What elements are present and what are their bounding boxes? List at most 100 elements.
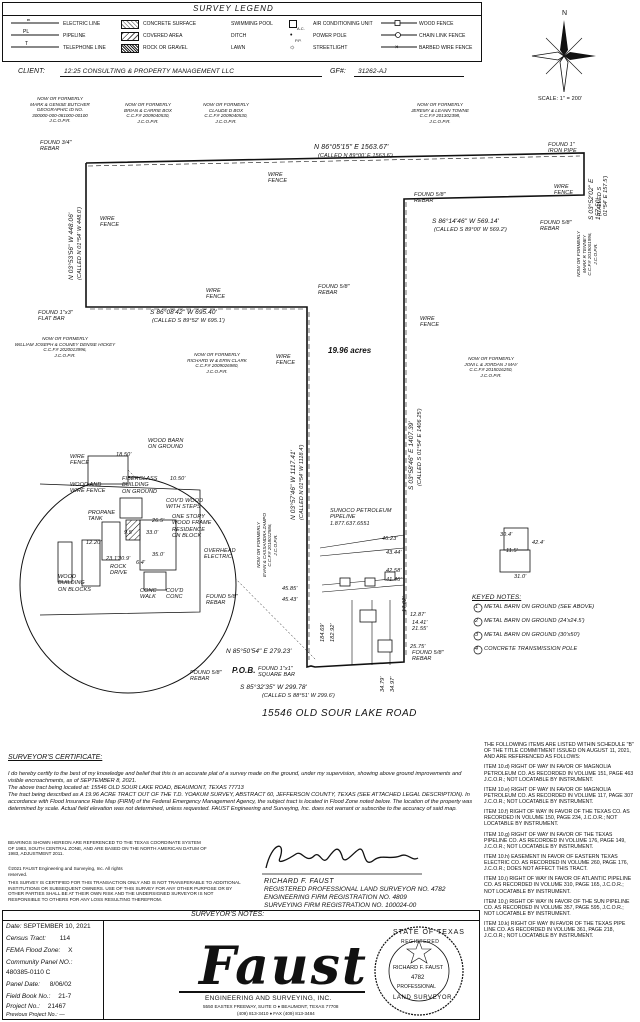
- bearing-east-called: (CALLED S 01°54' E 1406.25'): [417, 408, 423, 486]
- monument-flat: FOUND 1"x3"FLAT BAR: [38, 310, 73, 323]
- dim-3: 42.58': [386, 568, 402, 574]
- svg-text:E: E: [27, 19, 31, 23]
- logo-underline: [179, 991, 365, 993]
- info-col-rule: [103, 920, 104, 1019]
- legend-item-barbed-fence: BARBED WIRE FENCE: [419, 45, 473, 51]
- schedule-item-6: ITEM 10.i) RIGHT OF WAY IN FAVOR OF ATLA…: [484, 876, 632, 895]
- legend-item-rock: ROCK OR GRAVEL: [143, 45, 188, 51]
- bearing-west: N 03°53'56" W 448.06': [68, 212, 75, 280]
- legend-item-pool: SWIMMING POOL: [231, 21, 273, 27]
- legend-fence-symbols: ×: [381, 20, 417, 51]
- bearing-mid: S 86°08'42" W 695.40': [150, 309, 217, 316]
- dim-11: 34.97': [390, 676, 396, 692]
- certificate-p3: The tract being described as A 19.96 ACR…: [8, 791, 473, 812]
- dim-8: 182.92': [330, 623, 336, 642]
- bearing-ne-called: (CALLED S 01°54' E 157.5'): [597, 175, 610, 216]
- certificate-title: SURVEYOR'S CERTIFICATE:: [8, 754, 103, 761]
- schedule-item-2: ITEM 10.e) RIGHT OF WAY IN FAVOR OF MAGN…: [484, 786, 633, 805]
- client-value: 12:25 CONSULTING & PROPERTY MANAGEMENT L…: [64, 68, 234, 75]
- surveyor-line4: SURVEYING FIRM REGISTRATION NO. 100024-0…: [264, 902, 417, 909]
- info-date: Date: SEPTEMBER 10, 2021: [6, 923, 91, 930]
- pob-label: P.O.B.: [232, 666, 256, 675]
- seal-bottom: LAND SURVEYOR: [393, 995, 453, 1001]
- surveyors-notes-title: SURVEYOR'S NOTES:: [191, 911, 265, 918]
- project-info-box: SURVEYOR'S NOTES: Date: SEPTEMBER 10, 20…: [2, 910, 480, 1020]
- svg-text:×: ×: [395, 45, 399, 51]
- detail-dim-10: 6.4': [136, 560, 146, 566]
- ac-unit-icon: [289, 20, 297, 28]
- detail-dim-7: 35.0': [152, 552, 165, 558]
- dim-13: 17.02': [402, 596, 408, 612]
- detail-dim-6: 30.9': [118, 556, 131, 562]
- company-phone: (409) 813-3410 ♦ FAX (409) 813-3484: [237, 1011, 315, 1016]
- info-panel-date: Panel Date: 8/06/02: [6, 981, 72, 988]
- scale-text: SCALE: 1" = 200': [538, 96, 583, 102]
- dim-6: 45.43': [282, 597, 298, 603]
- dim-10: 34.79': [380, 676, 386, 692]
- street-label: 15546 OLD SOUR LAKE ROAD: [262, 708, 417, 719]
- gf-rule: [354, 76, 464, 77]
- survey-legend: SURVEY LEGEND E PL T ELECTRIC LINE PIPEL…: [2, 2, 482, 62]
- barn-dim-4: 31.0': [514, 574, 527, 580]
- detail-found: FOUND 5/8"REBAR: [206, 594, 238, 607]
- bearing-north-called: (CALLED N 89°00' E 1563.6'): [318, 153, 393, 159]
- keyed-note-3-num: 3: [475, 632, 479, 638]
- monument-sw: FOUND 5/8"REBAR: [190, 670, 222, 683]
- concrete-swatch: [121, 20, 139, 29]
- legend-item-telephone: TELEPHONE LINE: [63, 45, 106, 51]
- keyed-note-4-text: CONCRETE TRANSMISSION POLE: [484, 646, 578, 652]
- monument-step2: FOUND 5/8"REBAR: [540, 220, 572, 233]
- schedule-intro: THE FOLLOWING ITEMS ARE LISTED WITHIN SC…: [484, 742, 634, 761]
- info-project: Project No.: 21467: [6, 1003, 66, 1010]
- monument-ne: FOUND 1"IRON PIPE: [548, 142, 577, 155]
- monument-nw: FOUND 3/4"REBAR: [40, 140, 72, 153]
- info-panel: Community Panel NO.:: [6, 959, 73, 966]
- dim-7: 184.69': [320, 623, 326, 642]
- detail-dim-2: 10.50': [170, 476, 186, 482]
- legend-item-electric: ELECTRIC LINE: [63, 21, 101, 27]
- gf-value: 31262-AJ: [358, 68, 387, 75]
- detail-dim-9: 23.1': [106, 556, 119, 562]
- certificate-p1: I do hereby certify to the best of my kn…: [8, 771, 462, 784]
- barn-dim-3: 11.5': [506, 548, 518, 554]
- rock-swatch: [121, 44, 139, 53]
- dim-2: 43.44': [386, 550, 402, 556]
- north-arrow-icon: [531, 20, 596, 93]
- company-name: ENGINEERING AND SURVEYING, INC.: [205, 995, 332, 1002]
- schedule-item-3: ITEM 10.f) RIGHT OF WAY IN FAVOR OF THE …: [484, 809, 630, 828]
- schedule-item-5: ITEM 10.h) EASEMENT IN FAVOR OF EASTERN …: [484, 853, 629, 873]
- notes-title-rule: [3, 920, 479, 921]
- transfer-note: THIS SURVEY IS CERTIFIED FOR THIS TRANSA…: [8, 880, 241, 902]
- covered-swatch: [121, 32, 139, 41]
- seal-prof: PROFESSIONAL: [397, 984, 436, 990]
- north-letter: N: [562, 10, 568, 17]
- schedule-item-4: ITEM 10.g) RIGHT OF WAY IN FAVOR OF THE …: [484, 831, 626, 850]
- bearing-south-called: (CALLED S 88°51' W 299.6'): [262, 693, 335, 699]
- company-logo: Faust: [199, 936, 368, 997]
- legend-item-covered: COVERED AREA: [143, 33, 183, 39]
- dim-14: 14.41': [412, 620, 428, 626]
- detail-dim-5: 33.0': [146, 530, 159, 536]
- schedule-item-7: ITEM 10.j) RIGHT OF WAY IN FAVOR OF THE …: [484, 898, 630, 917]
- dim-9: 25.75': [410, 644, 426, 650]
- keyed-note-2-text: METAL BARN ON GROUND (24'x24.5'): [484, 618, 585, 624]
- bearing-north: N 86°05'15" E 1563.67': [314, 144, 389, 151]
